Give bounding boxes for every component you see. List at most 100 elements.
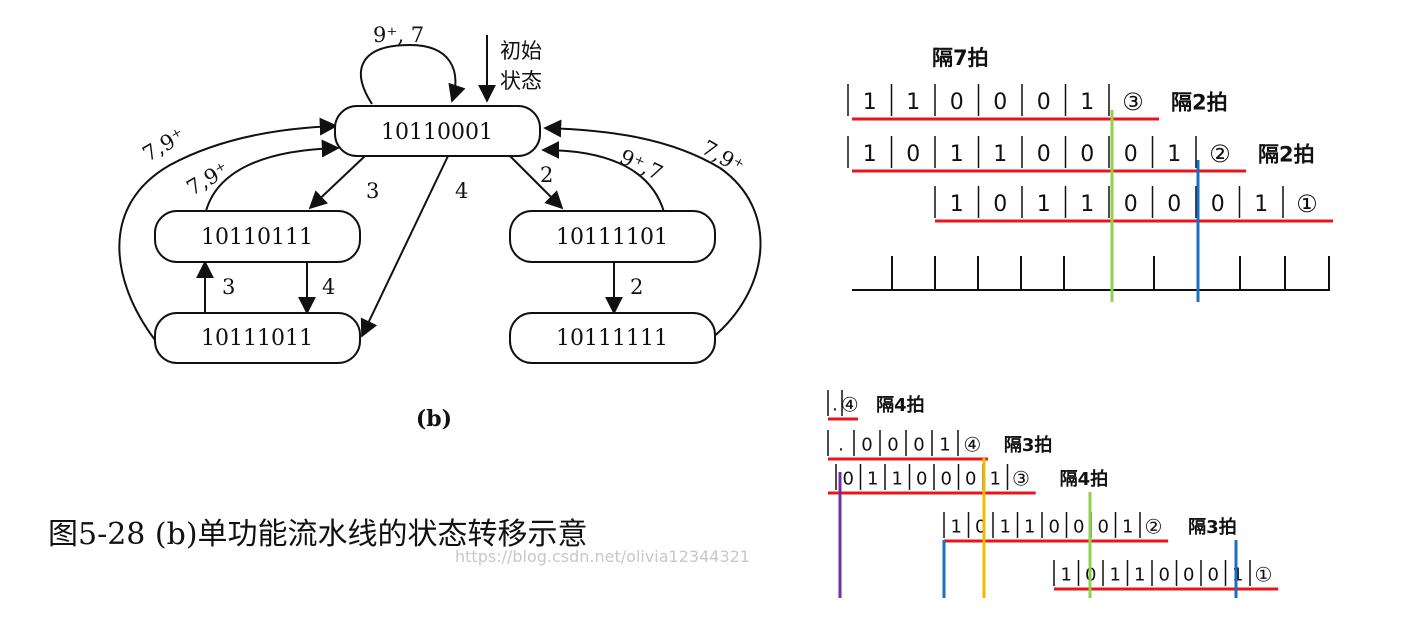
cell-value: 0 <box>993 90 1007 115</box>
interval-note: 隔2拍 <box>1171 91 1228 115</box>
edge-to-10111011 <box>360 155 449 338</box>
state-label: 10110001 <box>381 120 493 145</box>
self-loop-label: 9⁺, 7 <box>373 23 424 47</box>
stage-marker: ② <box>1209 140 1231 168</box>
cell-value: 0 <box>1124 142 1138 167</box>
edge-to-10111101 <box>509 155 564 210</box>
cell-value: 0 <box>941 468 952 489</box>
subcaption: (b) <box>416 406 452 432</box>
stage-marker: ③ <box>1122 88 1144 116</box>
initial-label-1: 初始 <box>500 39 542 63</box>
cell-value: 1 <box>1080 192 1094 217</box>
bottom-schedule: .④隔4拍.0001④隔3拍0110001③隔4拍10110001②隔3拍101… <box>827 390 1279 591</box>
cell-value: . <box>838 434 844 455</box>
cell-value: 0 <box>993 192 1007 217</box>
cell-value: 1 <box>867 468 878 489</box>
edge-left-inner <box>204 139 340 216</box>
watermark: https://blog.csdn.net/olivia12344321 <box>455 547 750 566</box>
cell-value: 0 <box>1167 192 1181 217</box>
cell-value: 1 <box>939 434 950 455</box>
cell-value: 1 <box>1037 192 1051 217</box>
cell-value: 0 <box>843 468 854 489</box>
figure-caption: 图5-28 (b)单功能流水线的状态转移示意 <box>48 517 588 552</box>
edge-right-outer <box>543 119 762 339</box>
right-inner-label: 9⁺,7 <box>616 145 666 186</box>
edge-to-10110111 <box>308 155 366 210</box>
state-label: 10111111 <box>556 326 668 351</box>
cell-value: 1 <box>863 90 877 115</box>
cell-value: 1 <box>993 142 1007 167</box>
state-diagram <box>118 35 762 364</box>
edge-label-3: 3 <box>366 179 379 203</box>
cell-value: 0 <box>1037 90 1051 115</box>
state-box-2 <box>509 210 716 263</box>
cell-value: 1 <box>1110 564 1121 585</box>
cell-value: 1 <box>1122 516 1133 537</box>
cell-value: 1 <box>1167 142 1181 167</box>
cell-value: 1 <box>951 516 962 537</box>
left-inner-label: 7,9⁺ <box>183 157 234 200</box>
edge-right-inner <box>541 141 665 213</box>
cell-value: 0 <box>887 434 898 455</box>
state-labels: 10110001 10110111 10111101 10111011 1011… <box>201 120 668 351</box>
state-label: 10110111 <box>201 225 313 250</box>
cell-value: 0 <box>916 468 927 489</box>
state-label: 10111101 <box>556 225 668 250</box>
stage-marker: ④ <box>841 392 859 416</box>
cell-value: 1 <box>950 142 964 167</box>
cell-value: 1 <box>1254 192 1268 217</box>
state-box-1 <box>154 210 361 263</box>
edge-label-2: 2 <box>540 163 553 187</box>
cell-value: 1 <box>1080 90 1094 115</box>
cell-value: 0 <box>1159 564 1170 585</box>
edge-label-down-left: 4 <box>322 275 335 299</box>
cell-value: 1 <box>1061 564 1072 585</box>
cell-value: 0 <box>913 434 924 455</box>
top_schedule-row: 1 1 0 0 0 1 ③ 隔2拍 <box>847 84 1228 121</box>
cell-value: 1 <box>1000 516 1011 537</box>
cell-value: 1 <box>1134 564 1145 585</box>
cell-value: 1 <box>1232 564 1243 585</box>
cell-value: 1 <box>906 90 920 115</box>
stage-marker: ④ <box>963 432 981 456</box>
edge-label-up-left: 3 <box>222 275 235 299</box>
stage-marker: ③ <box>1012 466 1030 490</box>
edge-left-outer <box>118 117 338 341</box>
cell-value: 0 <box>1073 516 1084 537</box>
stage-marker: ② <box>1145 514 1163 538</box>
cell-value: 1 <box>990 468 1001 489</box>
cell-value: 0 <box>1208 564 1219 585</box>
interval-note: 隔2拍 <box>1258 143 1315 167</box>
cell-value: 0 <box>1211 192 1225 217</box>
cell-value: 0 <box>950 90 964 115</box>
state-box-0 <box>334 105 541 157</box>
cell-value: 0 <box>1080 142 1094 167</box>
interval-note: 隔3拍 <box>1188 516 1237 538</box>
cell-value: 1 <box>950 192 964 217</box>
initial-label-2: 状态 <box>500 69 542 93</box>
right-outer-label: 7,9⁺ <box>698 136 749 179</box>
top-title: 隔7拍 <box>932 46 989 70</box>
interval-note: 隔4拍 <box>876 394 925 416</box>
cell-value: 0 <box>1124 192 1138 217</box>
cell-value: 1 <box>863 142 877 167</box>
cell-value: 0 <box>861 434 872 455</box>
time-axis <box>852 256 1330 291</box>
interval-note: 隔3拍 <box>1004 434 1053 456</box>
state-box-4 <box>509 312 716 364</box>
edge-label-down-right: 2 <box>630 275 643 299</box>
cell-value: 0 <box>975 516 986 537</box>
cell-value: . <box>832 394 838 415</box>
cell-value: 0 <box>1037 142 1051 167</box>
state-label: 10111011 <box>201 326 313 351</box>
cell-value: 0 <box>1098 516 1109 537</box>
edge-label-4: 4 <box>455 179 468 203</box>
cell-value: 1 <box>892 468 903 489</box>
interval-note: 隔4拍 <box>1060 468 1109 490</box>
